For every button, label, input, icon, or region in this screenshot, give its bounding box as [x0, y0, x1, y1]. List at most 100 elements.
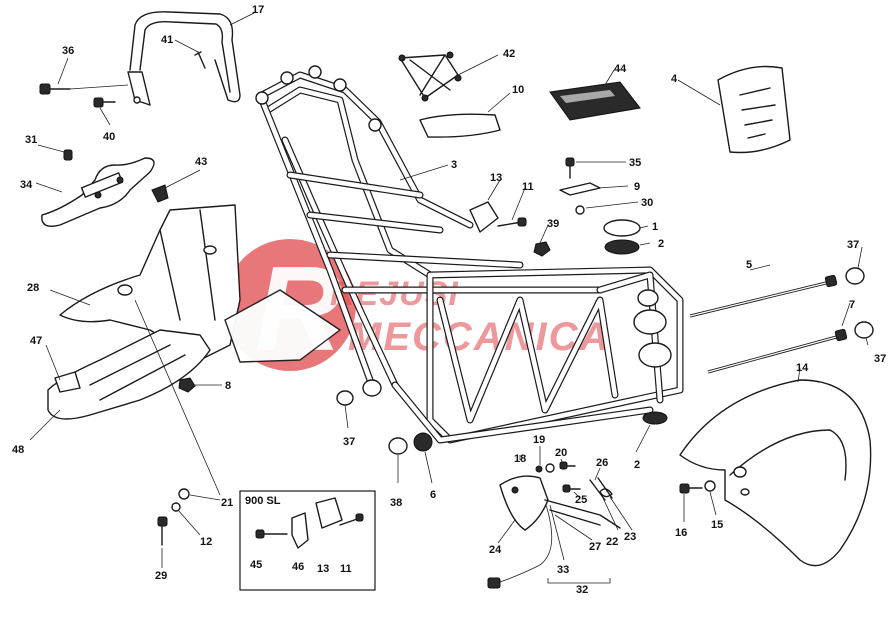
washer-19: [545, 463, 555, 473]
callout-30: 30: [641, 197, 653, 209]
bolt-36: [39, 83, 71, 95]
callout-46: 46: [292, 561, 304, 573]
callout-34: 34: [20, 179, 33, 191]
washer-15: [704, 480, 716, 492]
washer-30: [575, 205, 585, 215]
callout-48: 48: [12, 444, 24, 456]
nut-8: [178, 377, 196, 393]
inset-clamp-13: [315, 497, 343, 529]
inset-bracket-46: [291, 512, 309, 549]
callout-45: 45: [250, 559, 262, 571]
callout-15: 15: [711, 519, 723, 531]
watermark-line-2: MECCANICA: [348, 315, 610, 359]
callout-8: 8: [225, 380, 231, 392]
nut-18: [535, 465, 543, 473]
callout-11b: 11: [340, 563, 352, 575]
callout-44: 44: [614, 63, 627, 75]
inset-bolt-11: [339, 513, 364, 526]
owners-manual: [717, 65, 791, 154]
callout-17: 17: [252, 4, 264, 16]
bush-38: [388, 437, 408, 455]
callout-2b: 2: [634, 459, 640, 471]
callout-6: 6: [430, 489, 436, 501]
screw-41: [194, 51, 206, 69]
washer-12: [171, 502, 181, 512]
callout-24: 24: [489, 544, 502, 556]
callout-47: 47: [30, 335, 42, 347]
callout-13b: 13: [317, 563, 329, 575]
callout-33: 33: [557, 564, 569, 576]
bearing-1: [603, 219, 641, 237]
callout-14: 14: [796, 362, 809, 374]
callout-27: 27: [589, 541, 601, 553]
callout-29: 29: [155, 570, 167, 582]
bush-37-upper: [845, 267, 865, 285]
bearing-2: [604, 239, 640, 255]
screw-20: [559, 461, 576, 470]
callout-43: 43: [195, 156, 207, 168]
screw-25: [562, 484, 581, 493]
screw-16: [679, 483, 703, 494]
callout-19: 19: [533, 434, 545, 446]
rear-fender: [59, 204, 341, 363]
callout-38: 38: [390, 497, 402, 509]
callout-21: 21: [221, 497, 233, 509]
callout-36: 36: [62, 45, 74, 57]
nut-6: [413, 432, 433, 452]
callout-9: 9: [634, 181, 640, 193]
callout-18: 18: [514, 453, 526, 465]
callout-23: 23: [624, 531, 636, 543]
callout-42: 42: [503, 48, 515, 60]
callout-22: 22: [606, 536, 618, 548]
decal-sheet: [549, 81, 641, 121]
callout-7: 7: [849, 299, 855, 311]
chain-guard: [47, 329, 211, 420]
bolt-7: [707, 328, 848, 374]
callout-2: 2: [658, 238, 664, 250]
inset-900sl: 900 SL: [239, 490, 376, 591]
switch-plate-24: [499, 475, 549, 531]
callout-16: 16: [675, 527, 687, 539]
callout-35: 35: [629, 157, 641, 169]
washer-21: [178, 488, 190, 500]
foam-pad: [419, 113, 501, 138]
clip-43: [151, 184, 169, 203]
plate-9: [559, 182, 601, 196]
callout-20: 20: [555, 447, 567, 459]
grab-handle: [127, 11, 241, 106]
callout-41: 41: [161, 34, 173, 46]
bolt-5: [689, 274, 838, 318]
wire-33: [487, 504, 553, 589]
bearing-2-lower: [642, 411, 668, 425]
bush-37-lower: [854, 321, 874, 339]
callout-26: 26: [596, 457, 608, 469]
callout-37b: 37: [874, 353, 886, 365]
callout-numbers: 17 41 36 40 31 34 43 28 47 48 8 21 12 29…: [12, 4, 886, 596]
callout-11: 11: [522, 181, 534, 193]
top-bracket: [398, 51, 462, 102]
callout-37: 37: [847, 239, 859, 251]
callout-28: 28: [27, 282, 39, 294]
callout-13: 13: [490, 172, 502, 184]
inset-bolt-45: [255, 529, 288, 539]
stand-assembly: [544, 477, 621, 529]
callout-25: 25: [575, 494, 587, 506]
front-mudguard: [679, 379, 872, 567]
callout-10: 10: [512, 84, 524, 96]
nut-39: [533, 241, 551, 257]
callout-31: 31: [25, 134, 37, 146]
callout-39: 39: [547, 218, 559, 230]
callout-3: 3: [451, 159, 457, 171]
tail-bracket: [41, 149, 155, 227]
callout-12: 12: [200, 536, 212, 548]
callout-40: 40: [103, 131, 115, 143]
bolt-29: [157, 516, 168, 546]
callout-37c: 37: [343, 436, 355, 448]
callout-5: 5: [746, 259, 752, 271]
bolt-40: [93, 97, 116, 108]
screw-35: [565, 157, 575, 179]
clamp-13: [469, 201, 527, 233]
callout-1: 1: [652, 221, 658, 233]
inset-title: 900 SL: [245, 495, 281, 507]
